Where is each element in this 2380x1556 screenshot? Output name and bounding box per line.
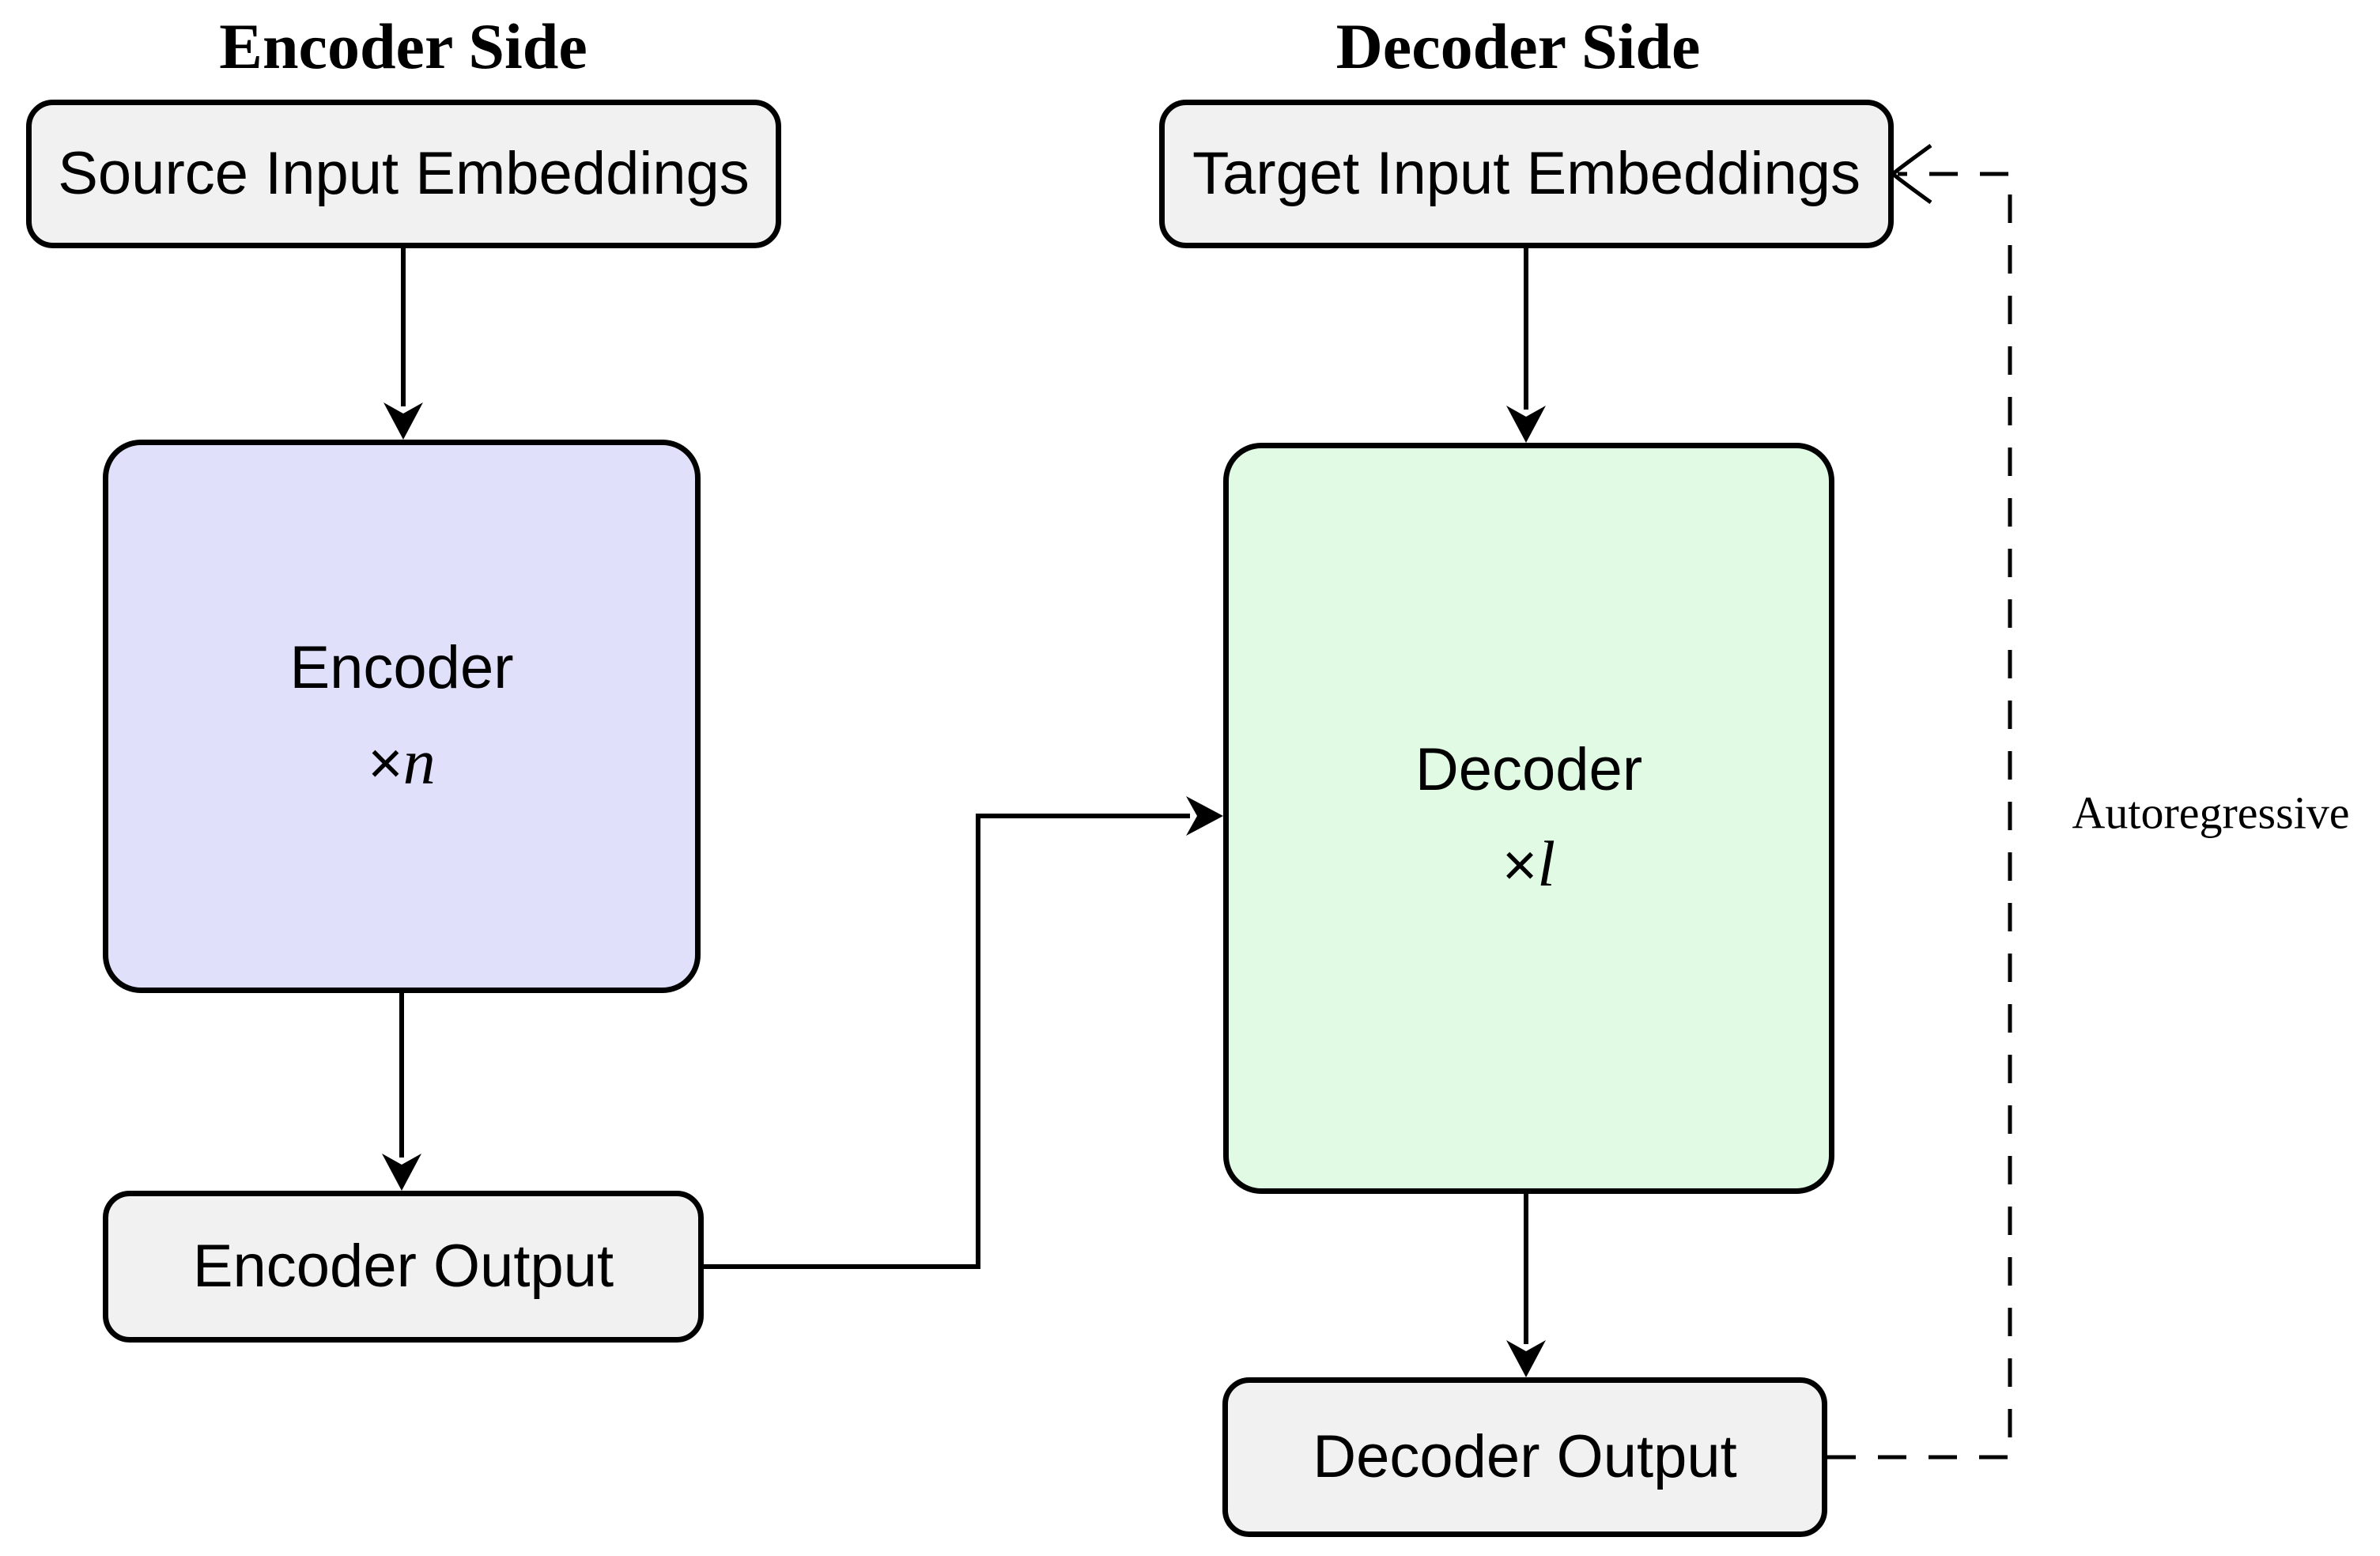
decoder-multiplier-var: l xyxy=(1537,827,1556,900)
encoder-multiplier-var: n xyxy=(402,725,436,798)
encoder-output-label: Encoder Output xyxy=(192,1233,614,1301)
decoder-output-box: Decoder Output xyxy=(1222,1377,1827,1537)
encoder-output-to-decoder-arrowhead xyxy=(1186,796,1223,836)
autoregressive-dashed-line xyxy=(1827,172,2012,1460)
decoder-output-label: Decoder Output xyxy=(1313,1423,1737,1491)
encoder-to-output-arrowhead xyxy=(382,1154,421,1191)
source-input-embeddings-box: Source Input Embeddings xyxy=(26,100,781,248)
autoregressive-label: Autoregressive xyxy=(2072,787,2350,839)
encoder-multiplier: ×n xyxy=(368,713,435,810)
times-symbol: × xyxy=(368,729,403,797)
encoder-side-title: Encoder Side xyxy=(219,10,587,82)
source-to-encoder-arrowhead xyxy=(383,402,423,440)
decoder-box-label: Decoder xyxy=(1415,735,1643,803)
times-symbol: × xyxy=(1502,831,1538,899)
target-input-embeddings-box: Target Input Embeddings xyxy=(1159,100,1894,248)
encoder-box-label: Encoder xyxy=(289,633,514,701)
encoder-output-to-decoder-elbow-line xyxy=(704,814,1190,1269)
encoder-box: Encoder ×n xyxy=(103,440,701,993)
decoder-to-output-arrowhead xyxy=(1506,1340,1546,1377)
encoder-output-box: Encoder Output xyxy=(103,1191,704,1343)
target-input-embeddings-label: Target Input Embeddings xyxy=(1192,140,1861,208)
autoregressive-arrowhead xyxy=(1890,143,1932,205)
source-input-embeddings-label: Source Input Embeddings xyxy=(58,140,750,208)
target-to-decoder-arrowhead xyxy=(1506,406,1546,443)
decoder-multiplier: ×l xyxy=(1502,815,1555,912)
decoder-side-title: Decoder Side xyxy=(1335,10,1701,82)
decoder-box: Decoder ×l xyxy=(1223,443,1834,1194)
